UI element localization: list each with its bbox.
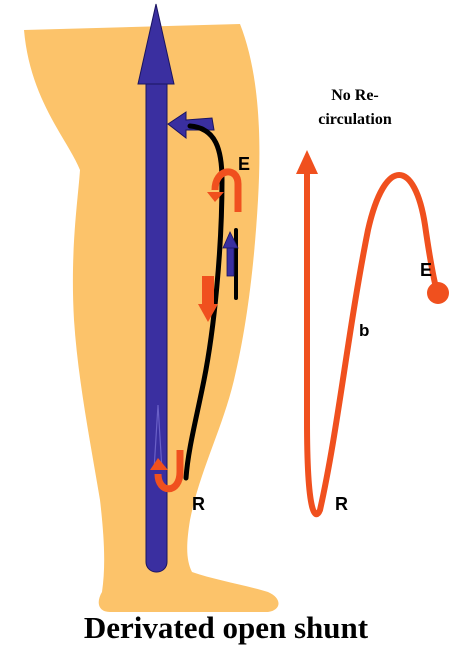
leg-reentry-label: R [192, 494, 205, 514]
curve-escape-label: E [420, 260, 432, 280]
curve-end-dot [427, 282, 449, 304]
diagram-caption: Derivated open shunt [84, 610, 369, 645]
curve-up-arrow-icon [296, 150, 318, 174]
curve-segment-label: b [359, 321, 369, 340]
annotation-line-2: circulation [318, 111, 392, 128]
leg-escape-label: E [238, 154, 250, 174]
deep-vein-shaft [146, 72, 167, 572]
annotation-line-1: No Re- [331, 87, 379, 104]
curve-reentry-label: R [335, 494, 348, 514]
flow-curve [296, 150, 449, 514]
curve-line [307, 168, 437, 514]
